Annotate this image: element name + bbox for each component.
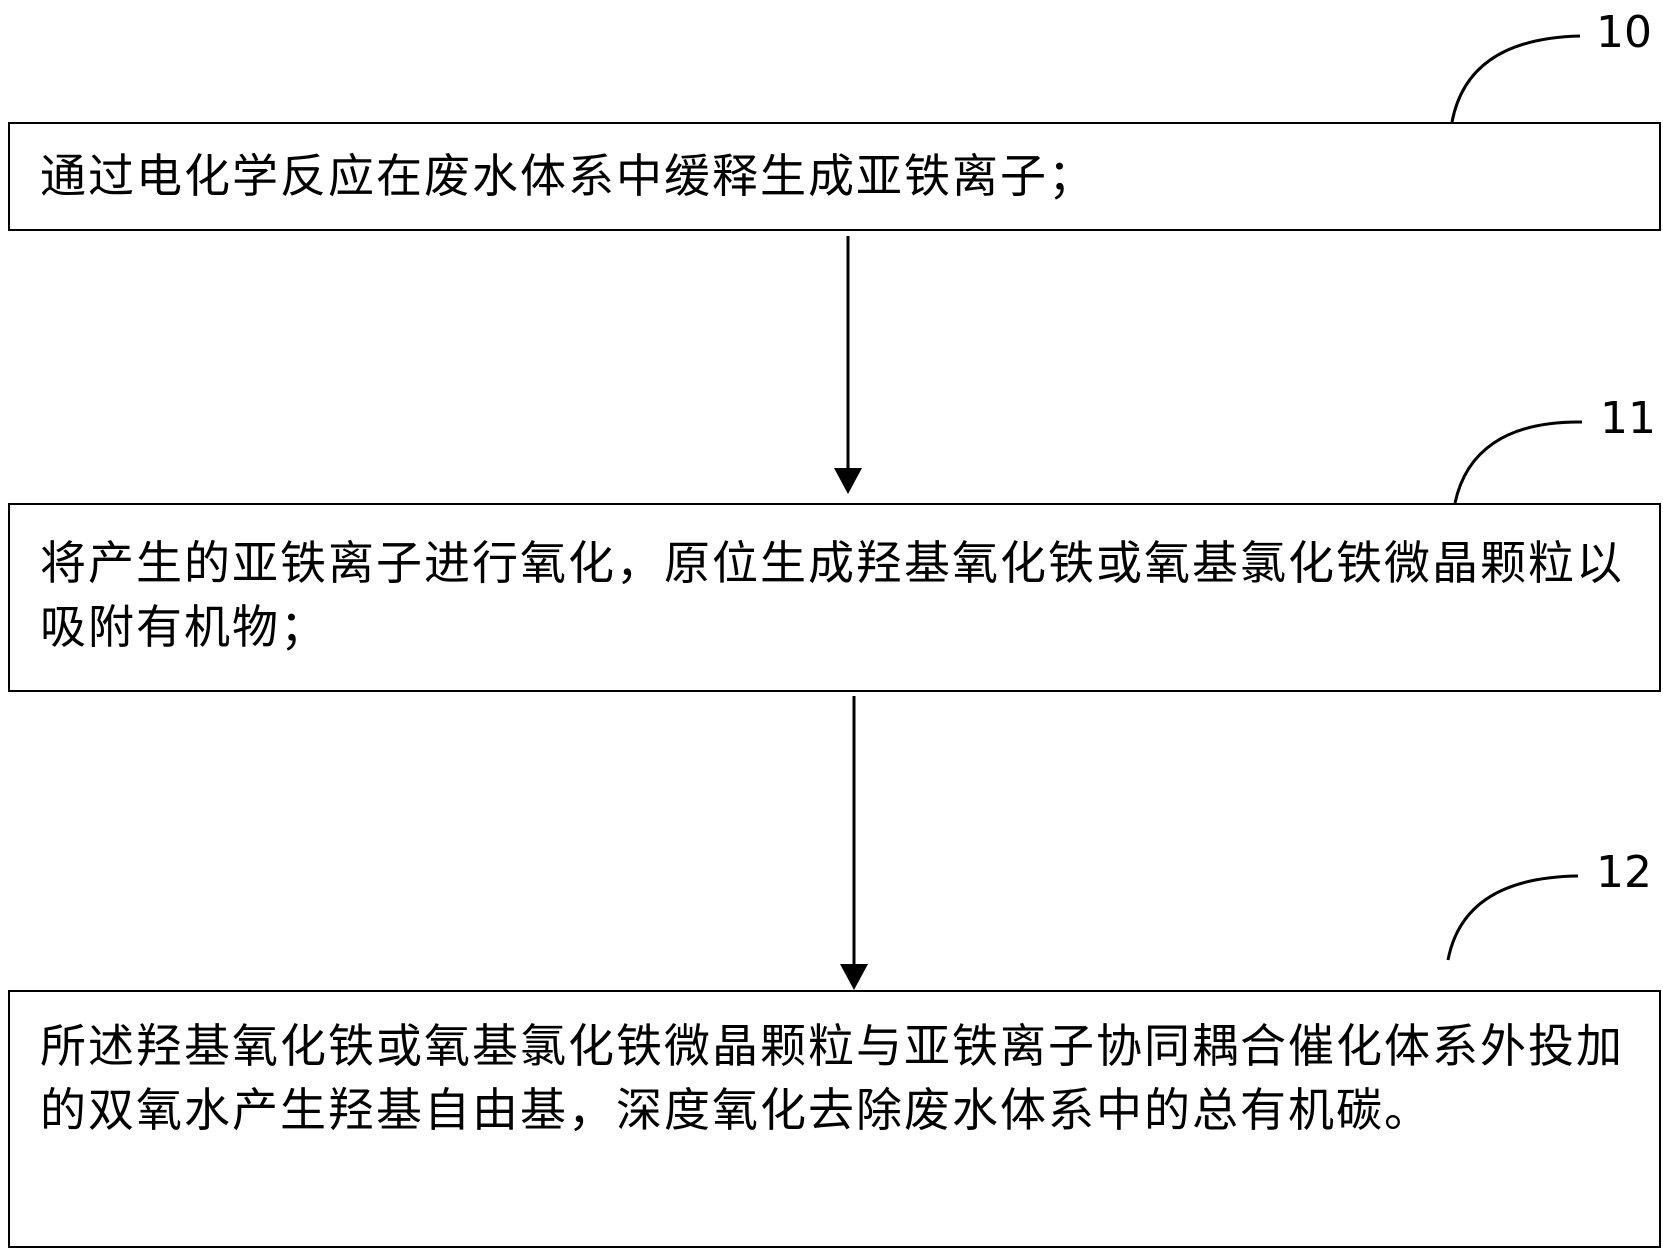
step-number-10: 10 [1596,7,1652,58]
step-text-12: 所述羟基氧化铁或氧基氯化铁微晶颗粒与亚铁离子协同耦合催化体系外投加的双氧水产生羟… [40,1019,1624,1137]
leader-line-10 [1450,34,1581,123]
arrow-10-to-11-head [834,468,862,494]
arrow-11-to-12-head [840,964,868,990]
step-text-10: 通过电化学反应在废水体系中缓释生成亚铁离子； [40,149,1096,203]
step-number-12: 12 [1596,847,1652,898]
leader-line-12 [1446,874,1579,961]
step-box-12: 所述羟基氧化铁或氧基氯化铁微晶颗粒与亚铁离子协同耦合催化体系外投加的双氧水产生羟… [8,990,1661,1248]
step-number-11: 11 [1600,393,1656,444]
step-box-11: 将产生的亚铁离子进行氧化，原位生成羟基氧化铁或氧基氯化铁微晶颗粒以吸附有机物； [8,503,1661,692]
leader-line-11 [1453,420,1583,504]
step-box-10: 通过电化学反应在废水体系中缓释生成亚铁离子； [8,122,1661,231]
step-text-11: 将产生的亚铁离子进行氧化，原位生成羟基氧化铁或氧基氯化铁微晶颗粒以吸附有机物； [40,536,1624,654]
